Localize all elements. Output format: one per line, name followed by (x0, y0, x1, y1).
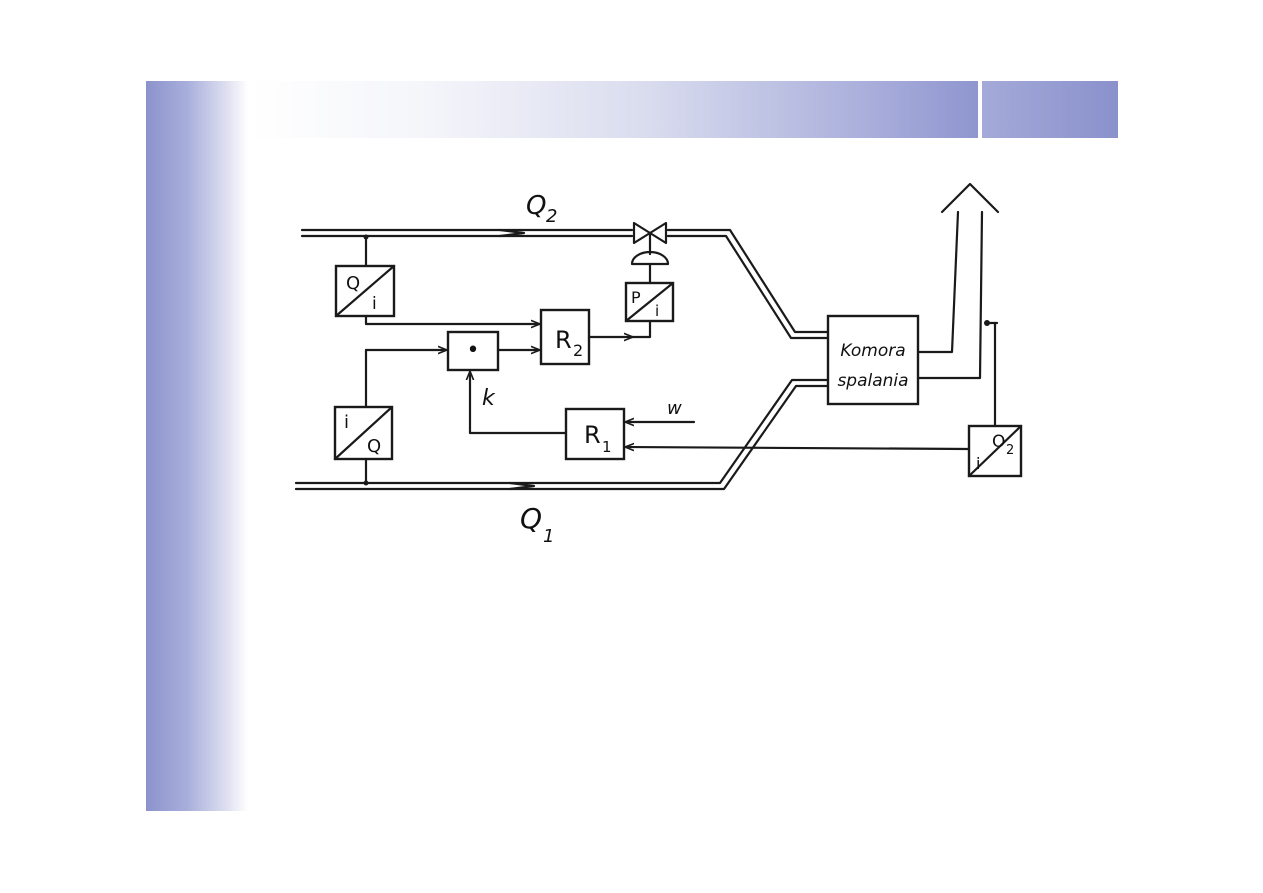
position-transducer: P i (624, 281, 675, 323)
svg-text:O: O (992, 432, 1005, 452)
pipe-q2 (300, 228, 830, 340)
flow-label-q1: Q 1 (520, 502, 554, 547)
svg-text:Q: Q (346, 273, 360, 294)
slide (146, 81, 1118, 811)
flow-transducer-q2: Q i (334, 234, 396, 318)
top-right-tab (982, 81, 1118, 138)
svg-text:Q: Q (526, 191, 546, 221)
pipe-q1 (294, 378, 830, 491)
svg-text:R: R (555, 326, 572, 354)
svg-text:•: • (467, 338, 480, 363)
control-valve-icon (630, 221, 670, 285)
multiplier-block: • (446, 330, 500, 372)
svg-text:i: i (976, 454, 980, 473)
svg-text:1: 1 (543, 526, 554, 547)
svg-text:P: P (631, 288, 641, 307)
oxygen-analyzer: i O 2 (967, 320, 1023, 478)
svg-text:R: R (584, 421, 601, 449)
combustion-chamber: Komora spalania (826, 314, 920, 406)
svg-text:1: 1 (602, 438, 612, 456)
svg-text:2: 2 (573, 341, 583, 360)
exhaust-chimney (916, 182, 1000, 380)
svg-text:2: 2 (1006, 443, 1014, 458)
ratio-label-k: k (482, 386, 496, 411)
flow-label-q2: Q 2 (526, 191, 557, 227)
svg-text:2: 2 (546, 206, 557, 227)
svg-text:i: i (372, 294, 377, 314)
signal-lines (364, 314, 971, 449)
svg-text:Komora: Komora (840, 341, 905, 361)
svg-text:spalania: spalania (837, 371, 908, 391)
controller-r2: R 2 (539, 308, 591, 366)
svg-text:i: i (655, 302, 659, 320)
flow-arrow-q2 (498, 228, 526, 238)
svg-text:Q: Q (367, 436, 381, 457)
svg-text:i: i (344, 412, 349, 433)
left-gradient-bar (146, 81, 248, 811)
svg-text:Q: Q (520, 502, 542, 535)
top-gradient-band (248, 81, 978, 138)
setpoint-label-w: w (667, 398, 682, 419)
flow-arrow-q1 (508, 481, 536, 491)
flow-transducer-q1: i Q (333, 348, 394, 486)
controller-r1: R 1 (564, 407, 626, 461)
